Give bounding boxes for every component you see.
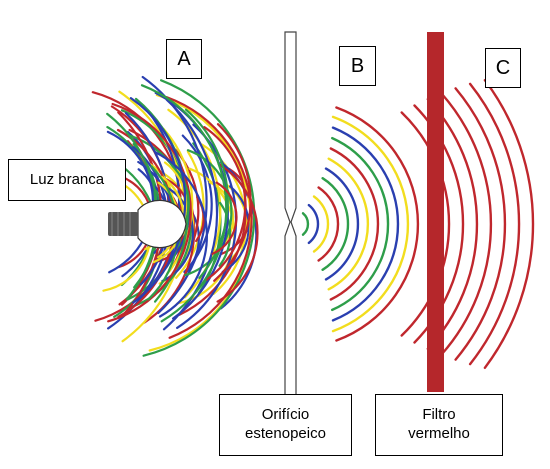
diffracted-wavefronts: [301, 106, 420, 342]
wavefront-arc: [426, 98, 479, 350]
pinhole-label: Orifício estenopeico: [219, 394, 352, 456]
wavefront-arc: [331, 136, 390, 312]
wavefront-arc: [331, 115, 410, 333]
wavefront-arc: [301, 212, 310, 236]
wavefront-arc: [218, 201, 232, 267]
wavefront-arc: [162, 98, 219, 331]
wavefront-arc: [307, 203, 320, 245]
region-b-label: B: [339, 46, 376, 86]
wavefront-arc: [468, 82, 521, 366]
light-bulb-icon: [108, 199, 187, 249]
wavefront-arc: [154, 151, 208, 318]
wavefront-arc: [400, 111, 451, 337]
wavefront-arc: [221, 185, 250, 273]
filter-label: Filtro vermelho: [375, 394, 503, 456]
wavefront-arc: [454, 87, 507, 361]
wavefront-arc: [176, 123, 238, 329]
wavefront-arc: [324, 167, 360, 281]
white-light-wavefronts: [91, 75, 259, 357]
region-a-label: A: [166, 39, 202, 79]
wavefront-arc: [483, 79, 535, 369]
wavefront-arc: [331, 126, 400, 322]
wavefront-arc: [211, 181, 238, 255]
wavefront-arc: [321, 177, 350, 271]
wavefront-arc: [129, 97, 187, 304]
wavefront-arc: [162, 127, 194, 275]
wavefront-arc: [327, 157, 370, 291]
region-c-label: C: [485, 48, 521, 88]
pinhole-barrier: [284, 31, 297, 401]
wavefront-arc: [216, 163, 259, 303]
wavefront-arc: [335, 106, 420, 342]
wavefront-arc: [312, 195, 330, 253]
wavefront-arc: [317, 186, 340, 262]
wavefront-arc: [213, 123, 252, 282]
wavefront-arc: [440, 92, 493, 356]
red-filter-bar: [427, 32, 444, 392]
wavefront-arc: [161, 184, 195, 283]
wavefront-arc: [329, 147, 380, 301]
light-source-label: Luz branca: [8, 159, 126, 201]
wavefront-arc: [165, 96, 253, 339]
filtered-red-wavefronts: [400, 79, 535, 369]
wavefront-arc: [203, 126, 247, 281]
wavefront-arc: [142, 79, 256, 357]
wavefront-arc: [140, 84, 228, 323]
wavefront-arc: [107, 102, 192, 323]
